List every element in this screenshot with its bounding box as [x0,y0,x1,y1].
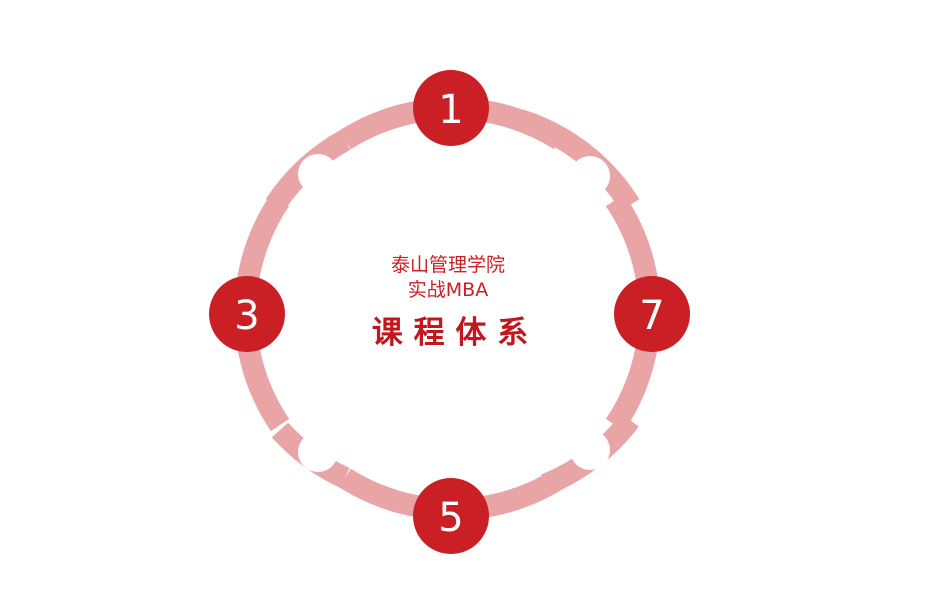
center-line-1: 泰山管理学院 [391,254,505,276]
center-label: 泰山管理学院 实战MBA 课 程 体 系 [372,254,528,351]
node-7-circle [614,276,690,352]
center-line-2: 实战MBA [408,279,488,301]
node-7: 7 [614,276,690,352]
node-3-circle [209,276,285,352]
node-3-label: 3 [234,293,259,339]
node-7-label: 7 [639,293,664,339]
center-title: 课 程 体 系 [372,315,528,351]
ring-gap-top-right [570,156,610,196]
node-1-label: 1 [438,87,463,133]
node-1-circle [413,70,489,146]
ring-gaps [298,154,610,472]
node-5-circle [413,478,489,554]
nodes: 1 3 5 7 [209,70,690,554]
ring-gap-top-left [298,154,338,194]
node-5: 5 [413,478,489,554]
node-3: 3 [209,276,285,352]
node-5-label: 5 [438,495,463,541]
node-1: 1 [413,70,489,146]
ring-gap-bottom-left [298,432,338,472]
ring-gap-bottom-right [570,430,610,470]
